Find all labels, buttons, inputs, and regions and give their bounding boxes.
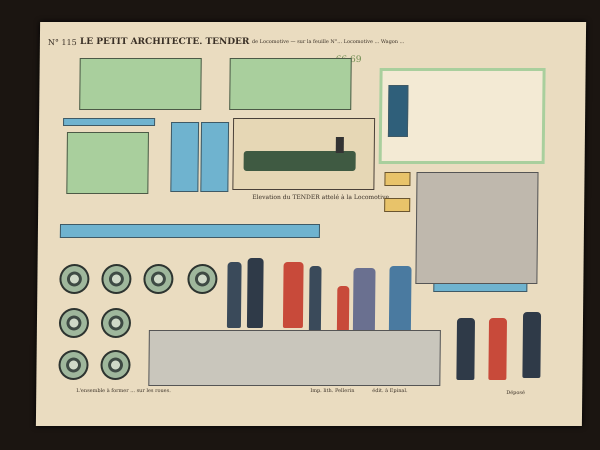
wheel [58, 350, 89, 380]
tender-floor [415, 172, 539, 284]
tender-side-right [229, 58, 352, 110]
yellow-piece [384, 198, 411, 212]
deposit: Déposé [506, 390, 525, 396]
figure [282, 262, 304, 328]
tender-front [66, 132, 149, 194]
wheel [101, 264, 132, 294]
locomotive-illustration [232, 118, 376, 190]
wheel [143, 264, 174, 294]
tender-chassis [59, 224, 320, 238]
caption-elevation: Elevation du TENDER attelé à la Locomoti… [252, 194, 391, 201]
paper-sheet: N° 115 LE PETIT ARCHITECTE. TENDER de Lo… [35, 22, 587, 426]
sheet-number: N° 115 [47, 38, 77, 47]
caption-bottom: L'ensemble à former ... sur les roues. [76, 388, 171, 394]
strip-blue [63, 118, 156, 126]
figure [352, 268, 376, 334]
publisher: édit. à Epinal. [372, 388, 408, 394]
figure [456, 318, 476, 380]
figure [522, 312, 542, 378]
figure [246, 258, 264, 328]
figure [308, 266, 322, 336]
figure [226, 262, 242, 328]
platform-piece [148, 330, 441, 386]
figure [488, 318, 508, 380]
sheet-subtitle: de Locomotive — sur la feuille N°... Loc… [251, 39, 405, 45]
figure [336, 286, 350, 332]
imprint: Imp. lith. Pellerin [310, 388, 355, 394]
tender-top-hatch [387, 85, 409, 137]
wheel [59, 264, 90, 294]
sheet-title: LE PETIT ARCHITECTE. TENDER [79, 37, 250, 47]
loco-body [243, 151, 356, 171]
wheel [58, 308, 90, 338]
wheel [100, 350, 131, 380]
wheel [100, 308, 132, 338]
wheel [187, 264, 218, 294]
loco-chimney [335, 137, 344, 153]
panel-blue-2 [200, 122, 230, 192]
panel-blue-1 [170, 122, 200, 192]
tender-top [378, 68, 546, 164]
yellow-piece [384, 172, 411, 186]
tender-side-left [79, 58, 202, 110]
figure [388, 266, 412, 332]
